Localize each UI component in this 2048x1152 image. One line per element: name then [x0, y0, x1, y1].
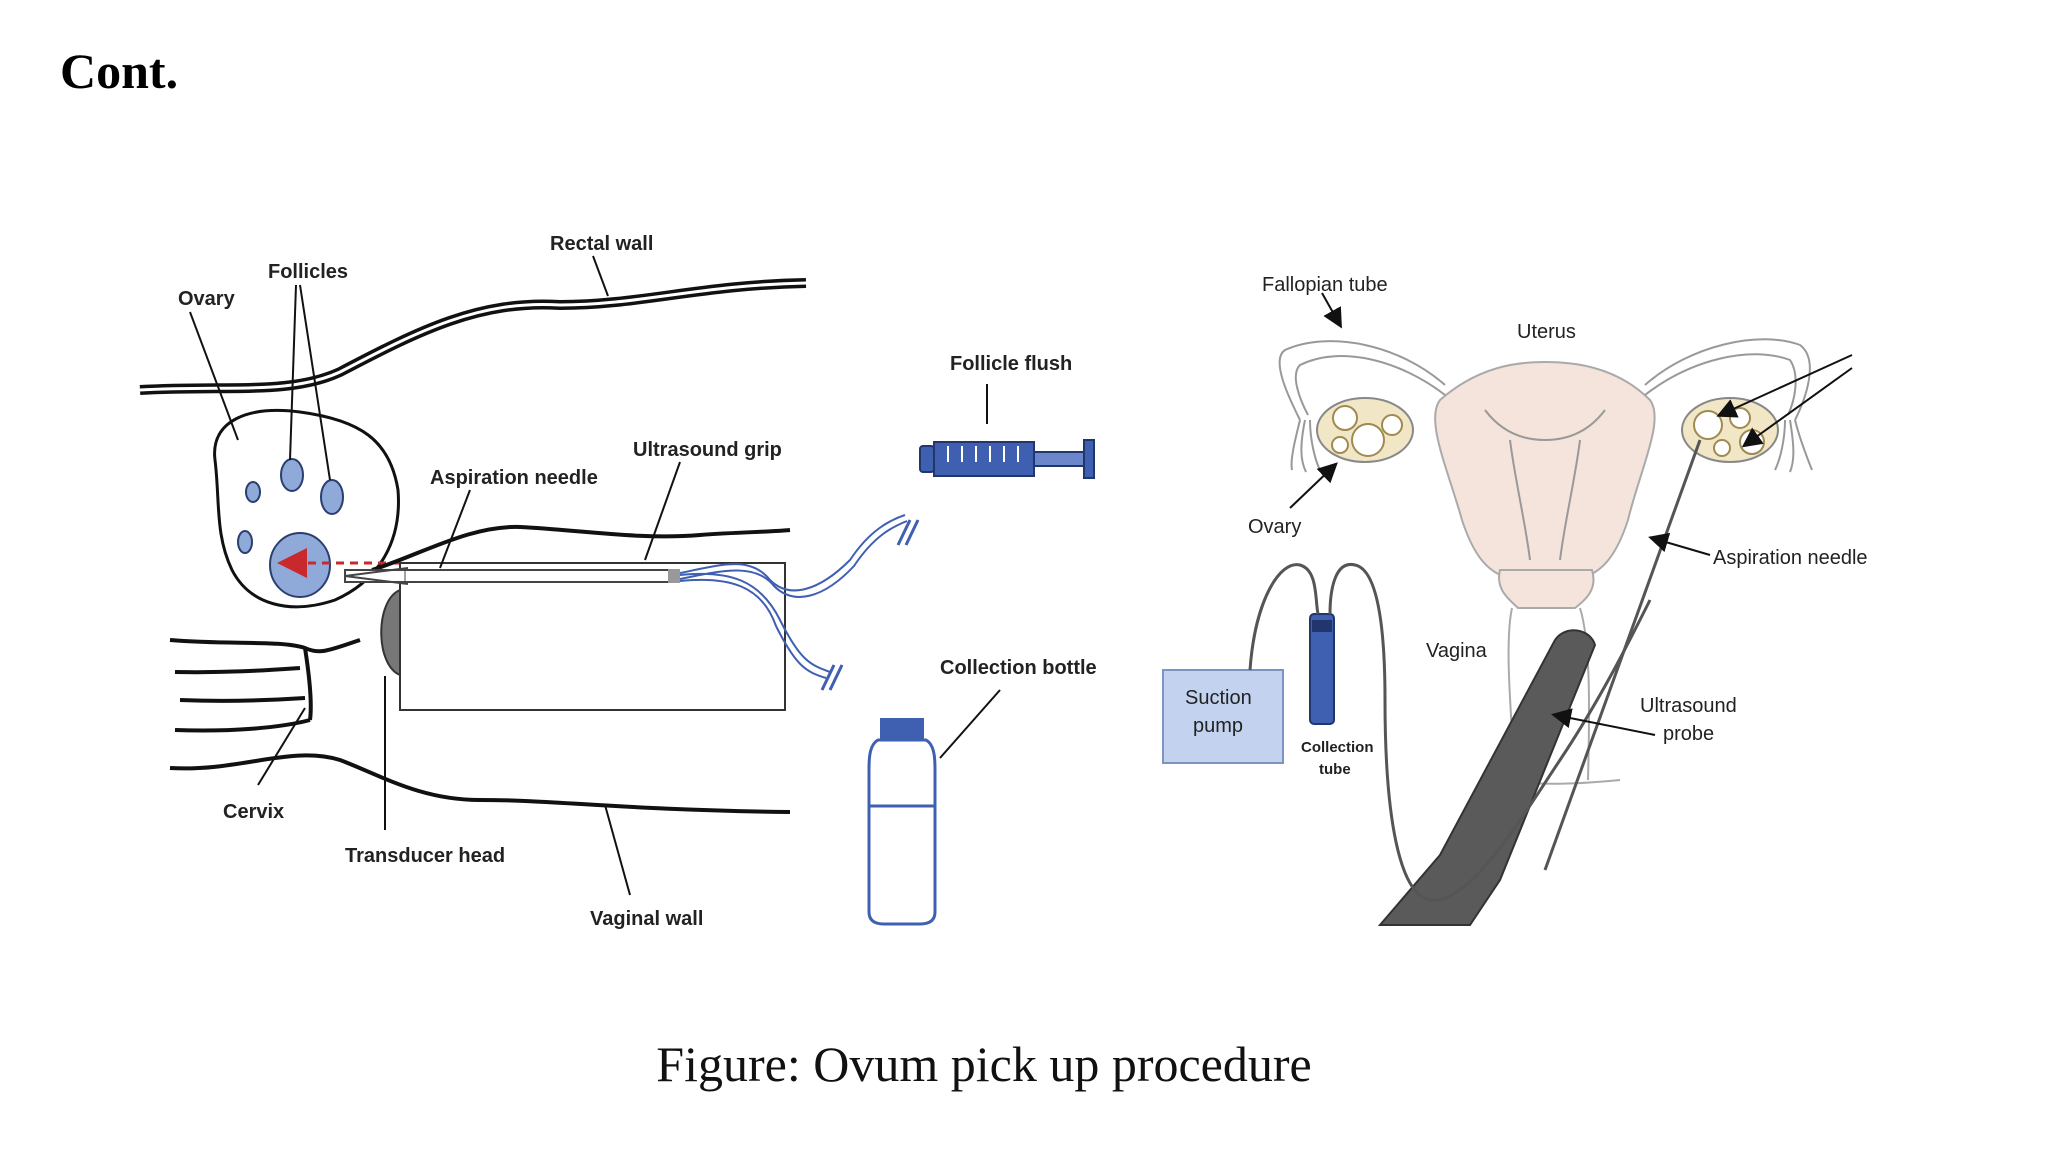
label-aspiration-needle-right: Aspiration needle — [1713, 547, 1868, 569]
collection-bottle — [867, 718, 937, 926]
label-ovary-left: Ovary — [178, 288, 236, 310]
left-diagram: Rectal wall Follicles Ovary Aspiration n… — [139, 233, 1097, 930]
fallopian-tubes — [1278, 338, 1813, 473]
label-suction-pump-line1: Suction — [1185, 687, 1252, 709]
transducer-head — [380, 588, 401, 677]
ovary-shape — [213, 408, 400, 609]
label-uterus: Uterus — [1517, 321, 1576, 343]
label-vagina: Vagina — [1426, 640, 1488, 662]
tube-breaks — [820, 519, 920, 691]
collection-tube — [1309, 613, 1335, 725]
label-follicles: Follicles — [268, 261, 348, 283]
aspiration-needle — [344, 567, 680, 585]
suction-pump-box — [1162, 669, 1284, 764]
label-cervix: Cervix — [223, 801, 284, 823]
suction-tubing — [1248, 563, 1652, 902]
label-fallopian-tube: Fallopian tube — [1262, 274, 1388, 296]
ultrasound-probe — [1377, 629, 1597, 926]
uterine-cavity — [1484, 409, 1606, 561]
right-arrows — [1289, 292, 1853, 736]
label-ultrasound-probe-line1: Ultrasound — [1640, 695, 1737, 717]
label-ovary-right: Ovary — [1248, 516, 1301, 538]
cervix-folds — [169, 638, 791, 814]
tubing — [679, 514, 908, 679]
cervix-right — [1498, 569, 1595, 609]
ovary-left-shape — [1316, 397, 1414, 463]
upper-vaginal-wall — [371, 524, 791, 572]
label-suction-pump-line2: pump — [1193, 715, 1243, 737]
label-ultrasound-probe-line2: probe — [1663, 723, 1714, 745]
label-aspiration-needle-left: Aspiration needle — [430, 467, 598, 489]
rectal-wall — [139, 278, 807, 395]
label-collection-tube-line1: Collection — [1301, 739, 1374, 756]
slide-title: Cont. — [60, 43, 179, 99]
follicle-flush-syringe — [919, 439, 1095, 479]
label-follicle-flush: Follicle flush — [950, 353, 1072, 375]
ultrasound-grip — [399, 562, 786, 711]
label-collection-bottle: Collection bottle — [940, 657, 1097, 679]
label-vaginal-wall: Vaginal wall — [590, 908, 703, 930]
figure-caption: Figure: Ovum pick up procedure — [656, 1036, 1312, 1092]
label-rectal-wall: Rectal wall — [550, 233, 653, 255]
label-ultrasound-grip: Ultrasound grip — [633, 439, 782, 461]
label-transducer-head: Transducer head — [345, 845, 505, 867]
label-collection-tube-line2: tube — [1319, 761, 1351, 778]
left-leader-lines — [189, 255, 1001, 896]
right-diagram: Fallopian tube Uterus Ovary Aspiration n… — [1162, 274, 1868, 926]
uterus-body — [1434, 360, 1656, 576]
